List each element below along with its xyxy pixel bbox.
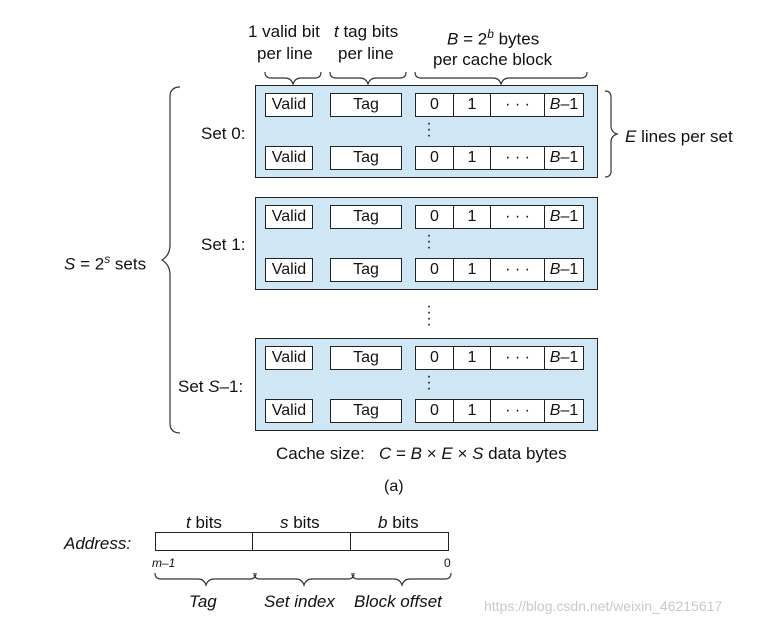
- tag-cell: Tag: [330, 93, 402, 117]
- s-bits-label: s bits: [280, 513, 320, 532]
- address-block-offset-field: [350, 532, 449, 551]
- sets-ellipsis: ····: [426, 298, 432, 333]
- tag-cell: Tag: [330, 346, 402, 370]
- address-lsb-label: 0: [444, 556, 451, 570]
- set-0-label: Set 0:: [201, 124, 246, 143]
- byte-last-rest: –1: [560, 149, 579, 166]
- valid-bit-header: 1 valid bit: [248, 22, 320, 41]
- address-label: Address:: [64, 534, 132, 553]
- cache-size-formula: Cache size: C = B × E × S data bytes: [276, 444, 567, 463]
- byte-0-cell: 0: [415, 399, 454, 423]
- byte-last-rest: –1: [560, 349, 579, 366]
- t-bits-label: t bits: [186, 513, 222, 532]
- lines-ellipsis: ···: [426, 115, 432, 144]
- set-1-label: Set 1:: [201, 235, 246, 254]
- tag-cell: Tag: [330, 399, 402, 423]
- set-last-label: Set S–1:: [178, 377, 244, 396]
- num-sets-brace: [160, 86, 181, 434]
- valid-bit-cell: Valid: [265, 346, 313, 370]
- byte-0-cell: 0: [415, 93, 454, 117]
- valid-bit-cell: Valid: [265, 258, 313, 282]
- valid-bit-brace: [264, 71, 322, 86]
- byte-last-rest: –1: [560, 208, 579, 225]
- byte-ellipsis-cell: · · ·: [490, 346, 545, 370]
- byte-ellipsis-cell: · · ·: [490, 258, 545, 282]
- valid-bit-cell: Valid: [265, 93, 313, 117]
- byte-last-cell: B–1: [544, 258, 584, 282]
- tag-field-name: Tag: [189, 592, 217, 611]
- lines-ellipsis: ···: [426, 227, 432, 256]
- byte-1-cell: 1: [453, 93, 491, 117]
- block-offset-field-name: Block offset: [354, 592, 442, 611]
- tag-bits-brace: [329, 71, 407, 86]
- tag-cell: Tag: [330, 146, 402, 170]
- byte-0-cell: 0: [415, 146, 454, 170]
- byte-ellipsis-cell: · · ·: [490, 146, 545, 170]
- byte-0-cell: 0: [415, 346, 454, 370]
- byte-last-var: B: [549, 208, 561, 225]
- byte-last-cell: B–1: [544, 93, 584, 117]
- lines-per-set-label: E lines per set: [625, 127, 733, 146]
- valid-bit-cell: Valid: [265, 205, 313, 229]
- lines-per-set-brace: [604, 90, 619, 178]
- byte-last-cell: B–1: [544, 346, 584, 370]
- byte-last-cell: B–1: [544, 205, 584, 229]
- block-offset-field-brace: [351, 572, 452, 587]
- byte-0-cell: 0: [415, 205, 454, 229]
- caption-a: (a): [384, 478, 404, 495]
- tag-cell: Tag: [330, 205, 402, 229]
- tag-bits-header-line2: per line: [338, 44, 394, 63]
- byte-last-var: B: [549, 349, 561, 366]
- valid-bit-cell: Valid: [265, 399, 313, 423]
- watermark: https://blog.csdn.net/weixin_46215617: [484, 598, 723, 614]
- byte-last-cell: B–1: [544, 399, 584, 423]
- byte-1-cell: 1: [453, 399, 491, 423]
- set-index-field-name: Set index: [264, 592, 335, 611]
- byte-1-cell: 1: [453, 258, 491, 282]
- b-bits-label: b bits: [378, 513, 419, 532]
- tag-bits-header: t tag bits: [334, 22, 399, 41]
- set-index-field-brace: [253, 572, 355, 587]
- byte-0-cell: 0: [415, 258, 454, 282]
- byte-last-rest: –1: [560, 96, 579, 113]
- byte-ellipsis-cell: · · ·: [490, 205, 545, 229]
- byte-last-rest: –1: [560, 402, 579, 419]
- valid-bit-cell: Valid: [265, 146, 313, 170]
- lines-ellipsis: ···: [426, 368, 432, 397]
- block-brace: [414, 71, 588, 86]
- byte-1-cell: 1: [453, 146, 491, 170]
- block-size-header-line2: per cache block: [433, 50, 553, 69]
- tag-field-brace: [154, 572, 257, 587]
- tag-cell: Tag: [330, 258, 402, 282]
- byte-1-cell: 1: [453, 205, 491, 229]
- byte-last-var: B: [549, 96, 561, 113]
- byte-last-var: B: [549, 149, 561, 166]
- byte-last-cell: B–1: [544, 146, 584, 170]
- byte-ellipsis-cell: · · ·: [490, 93, 545, 117]
- block-size-header: B = 2b bytes: [447, 27, 540, 49]
- num-sets-label: S = 2s sets: [64, 252, 147, 274]
- valid-bit-header-line2: per line: [257, 44, 313, 63]
- address-msb-label: m–1: [152, 556, 176, 570]
- byte-last-rest: –1: [560, 261, 579, 278]
- byte-last-var: B: [549, 261, 561, 278]
- byte-last-var: B: [549, 402, 561, 419]
